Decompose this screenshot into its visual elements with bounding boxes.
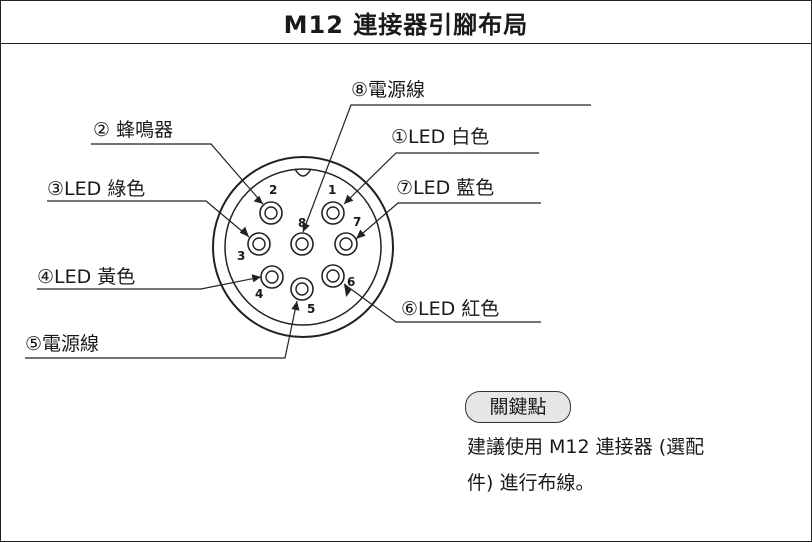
- pin-label-5: ⑤電源線: [25, 333, 99, 355]
- pin-label-8: ⑧電源線: [351, 79, 425, 101]
- leader-line-2: [91, 143, 264, 205]
- pin-label-2: ② 蜂鳴器: [93, 119, 173, 141]
- pin-label-1: ①LED 白色: [391, 126, 489, 148]
- pin-3: [247, 232, 271, 256]
- pin-4: [260, 265, 284, 289]
- key-point-line-1: 建議使用 M12 連接器 (選配: [467, 436, 705, 458]
- pin-5: [290, 277, 314, 301]
- pin-number-3: 3: [237, 249, 245, 263]
- pin-7: [334, 232, 358, 256]
- leader-line-4: [37, 276, 262, 290]
- leader-line-1: [343, 152, 539, 205]
- leader-line-3: [47, 200, 250, 238]
- pin-number-2: 2: [269, 183, 277, 197]
- connector-key-notch: [294, 168, 312, 177]
- pin-label-6: ⑥LED 紅色: [401, 298, 499, 320]
- pin-number-6: 6: [347, 275, 355, 289]
- pin-label-7: ⑦LED 藍色: [396, 177, 494, 199]
- key-point-line-2: 件) 進行布線。: [467, 472, 595, 494]
- arrowhead-5: [291, 301, 300, 311]
- leader-line-5: [25, 300, 298, 359]
- pin-number-8: 8: [298, 216, 306, 230]
- connector-inner-ring: [224, 168, 382, 326]
- leader-line-8: [302, 104, 591, 233]
- pin-label-3: ③LED 綠色: [47, 178, 145, 200]
- arrowhead-2: [253, 195, 263, 204]
- arrowhead-4: [251, 274, 261, 283]
- pin-number-5: 5: [307, 302, 315, 316]
- leader-line-6: [343, 283, 541, 323]
- pin-2: [259, 201, 283, 225]
- pin-8: [290, 232, 314, 256]
- arrowhead-8: [302, 222, 310, 232]
- leader-line-7: [355, 202, 541, 240]
- arrowhead-3: [239, 226, 249, 237]
- figure-title: M12 連接器引腳布局: [1, 1, 811, 44]
- key-point-text: 建議使用 M12 連接器 (選配 件) 進行布線。: [467, 429, 797, 501]
- connector-outer-ring: [212, 156, 394, 338]
- pin-number-1: 1: [328, 183, 336, 197]
- pin-number-4: 4: [255, 287, 263, 301]
- arrowhead-1: [344, 194, 354, 204]
- key-point-badge: 關鍵點: [465, 391, 571, 423]
- pin-6: [321, 264, 345, 288]
- pin-number-7: 7: [353, 215, 361, 229]
- pin-1: [321, 201, 345, 225]
- arrowhead-7: [356, 229, 366, 239]
- pin-label-4: ④LED 黃色: [37, 266, 135, 288]
- arrowhead-6: [344, 284, 352, 297]
